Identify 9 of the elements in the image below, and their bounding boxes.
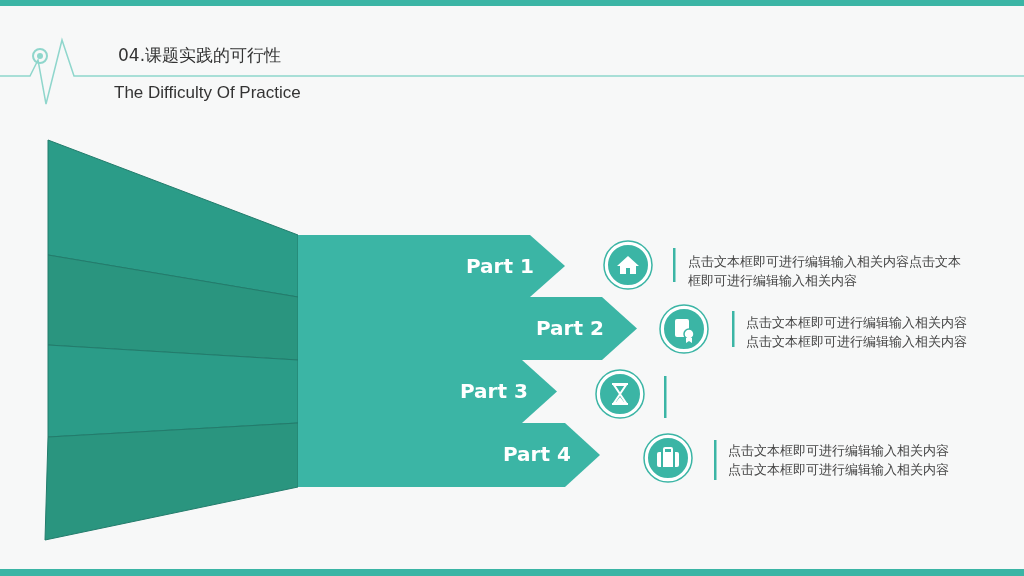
subtitle: The Difficulty Of Practice — [114, 83, 301, 103]
title: 04.课题实践的可行性 — [118, 44, 282, 67]
arrow-band: Part 4 — [298, 423, 600, 487]
arrow-band: Part 3 — [298, 360, 557, 423]
arrow-band: Part 2 — [298, 297, 637, 360]
description-text: 点击文本框即可进行编辑输入相关内容点击文本框即可进行编辑输入相关内容 — [728, 442, 950, 479]
description-text: 点击文本框即可进行编辑输入相关内容点击文本框即可进行编辑输入相关内容 — [688, 253, 962, 290]
arrow-band: Part 1 — [298, 235, 565, 297]
description-text: 点击文本框即可进行编辑输入相关内容点击文本框即可进行编辑输入相关内容 — [746, 314, 968, 351]
